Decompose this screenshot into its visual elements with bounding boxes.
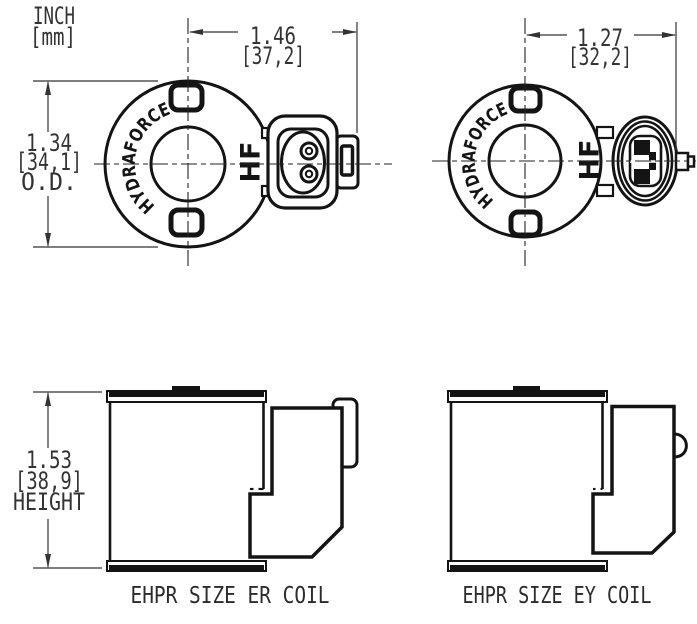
coil-top-boss [172,386,200,392]
dim-od-suffix: O.D. [21,168,77,196]
connector-pin-core [304,169,314,179]
dim-er-width-mm: [37,2] [241,42,305,70]
connector-latch [334,134,360,190]
units-inch-label: INCH [33,2,75,30]
centerlines [94,18,696,268]
coil-top-boss [513,386,540,392]
dim-height-inch: 1.53 [26,446,72,474]
arrowhead [45,81,51,95]
arrowhead [189,29,203,35]
connector-pin [299,141,319,161]
dim-er-width-inch: 1.46 [250,22,296,50]
dimension-od: 1.34 [34,1] O.D. [16,80,158,248]
connector-body [591,404,676,555]
dim-ey-width-inch: 1.27 [577,24,623,52]
mounting-tab [168,82,205,113]
connector-body [248,406,344,559]
arrowhead [662,32,676,38]
arrowhead [343,29,357,35]
arrowhead [45,554,51,568]
dim-height-suffix: HEIGHT [13,488,85,516]
connector-blade-terminal [634,169,650,184]
connector-deutsch [266,114,360,210]
connector-bridge-tab [595,125,615,140]
dim-ey-width-mm: [32,2] [568,43,632,71]
dim-od-mm: [34,1] [16,148,82,176]
dimension-ey-width: 1.27 [32,2] [526,22,677,150]
arrowhead [45,392,51,406]
dimension-er-width: 1.46 [37,2] [189,22,358,133]
label-ey-coil: EHPR SIZE EY COIL [463,583,652,609]
mounting-tab [168,207,205,238]
connector-wire-hook [673,432,688,459]
connector-pin [299,164,319,184]
connector-blade-terminal [634,140,650,155]
hydraforce-logo: HF [575,139,606,180]
connector-pin-core [304,146,314,156]
units-note: INCH [mm] [30,2,76,51]
connector-latch-slot [339,144,355,177]
connector-housing [266,114,339,210]
connector-bridge-tab [595,183,615,198]
svg-text:HF: HF [575,139,606,180]
step-notch [253,486,259,492]
step-notch [595,486,601,492]
ey-side-view: EHPR SIZE EY COIL [447,386,688,609]
hydraforce-logo: HF [236,141,267,182]
dim-height-mm: [38,9] [15,467,83,495]
connector-seal-oval [280,130,326,195]
units-mm-label: [mm] [30,23,76,51]
svg-text:HF: HF [236,141,267,182]
er-side-view: EHPR SIZE ER COIL [106,386,359,609]
connector-inner-shell [276,127,330,199]
arrowhead [526,32,540,38]
dim-od-inch: 1.34 [26,129,72,157]
dimension-height: 1.53 [38,9] HEIGHT [13,391,102,569]
arrowhead [45,233,51,247]
label-er-coil: EHPR SIZE ER COIL [131,583,330,609]
